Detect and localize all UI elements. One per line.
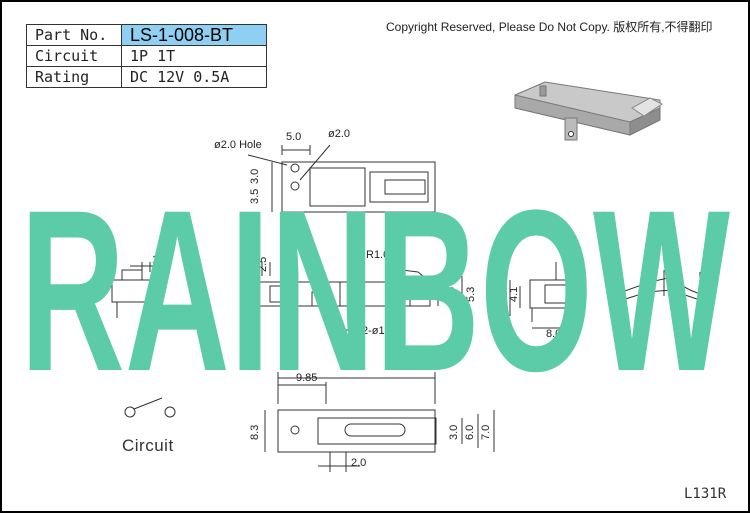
dim-6-0: 6.0 [464,425,476,440]
spec-table: Part No. LS-1-008-BT Circuit 1P 1T Ratin… [26,24,267,88]
dim-5-0: 5.0 [286,131,301,143]
bottom-view [264,372,495,472]
circuit-caption: Circuit [122,436,174,455]
dim-r-1-0: R1.0 [366,249,389,261]
dim-3-0-a: 3.0 [249,169,261,184]
dim-2-5: 2.5 [257,257,269,272]
dim-9-85: 9.85 [296,372,317,384]
circuit-value: 1P 1T [121,45,267,67]
dim-3-8: 3.8 [445,287,457,302]
dim-3-5: 3.5 [249,189,261,204]
dim-dia-2-0: ø2.0 [328,128,350,140]
dim-6-1: 6.1 [488,291,500,306]
dim-5-3: 5.3 [465,287,477,302]
detail-view [621,270,701,301]
product-render [514,81,663,141]
dim-4-1-b: 4.1 [508,287,520,302]
dim-8-3: 8.3 [249,425,261,440]
rating-label: Rating [26,66,122,88]
circuit-symbol [124,397,176,418]
spec-row-circuit: Circuit 1P 1T [26,45,267,67]
dim-8-0: 8.0 [546,328,561,340]
dim-1-0-b: 1.0 [240,257,252,272]
drawing-code: L131R [684,486,727,502]
dim-1-0-a: 1.0 [152,254,167,266]
dim-2-dia-1-0: 2-ø1.0 [362,325,394,337]
dim-hole-diameter: ø2.0 Hole [214,139,262,151]
dim-7-0: 7.0 [480,425,492,440]
dim-0-8: 0.8 [705,273,717,288]
end-view [509,262,583,329]
dim-27-0: 27.0 [340,355,361,367]
dim-4-1-a: 4.1 [238,287,250,302]
rating-value: DC 12V 0.5A [121,66,267,88]
left-side-view [111,262,170,318]
spec-row-rating: Rating DC 12V 0.5A [26,66,267,88]
spec-row-part-no: Part No. LS-1-008-BT [26,24,267,46]
dim-2-0: 2.0 [351,457,366,469]
dim-3-0-c: 3.0 [448,425,460,440]
top-view [247,144,436,232]
main-side-view [245,262,463,331]
part-no-value: LS-1-008-BT [121,24,267,46]
dim-3-0-b: 3.0 [280,221,295,233]
copyright-notice: Copyright Reserved, Please Do Not Copy. … [386,20,713,34]
